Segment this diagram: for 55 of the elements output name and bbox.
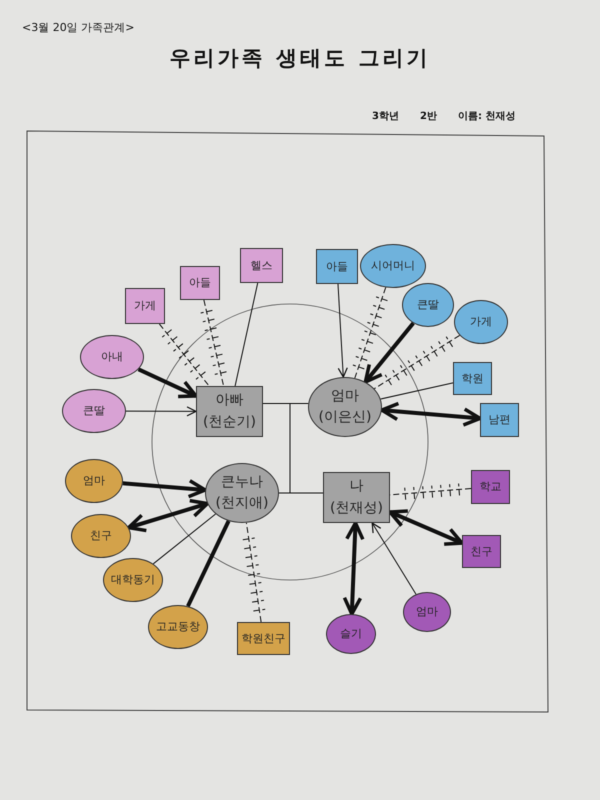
connector-line xyxy=(152,514,216,564)
hatched-line xyxy=(158,324,210,386)
arrow xyxy=(372,522,416,595)
connector-line xyxy=(234,282,258,386)
relation-ellipse: 아내 xyxy=(80,335,144,379)
relation-ellipse: 친구 xyxy=(71,514,131,558)
hatched-line xyxy=(242,522,266,622)
relation-ellipse: 큰딸 xyxy=(402,283,454,327)
connector-line xyxy=(262,403,309,404)
relation-ellipse: 큰딸 xyxy=(62,389,126,433)
thick-connector xyxy=(126,498,210,532)
relation-box: 학교 xyxy=(471,470,510,504)
arrow xyxy=(338,284,348,378)
person-name: (천재성) xyxy=(330,500,383,517)
thick-connector xyxy=(122,478,207,498)
class-label: 2반 xyxy=(420,110,437,123)
role-label: 아빠 xyxy=(216,392,244,410)
role-label: 나 xyxy=(350,478,364,496)
relation-box: 헬스 xyxy=(240,248,283,283)
relation-box: 남편 xyxy=(480,403,519,437)
family-member-box xyxy=(196,386,263,437)
hatched-line xyxy=(352,287,388,379)
person-name: (천지애) xyxy=(216,495,268,512)
relation-ellipse: 슬기 xyxy=(326,614,376,654)
thick-connector xyxy=(138,367,198,398)
relation-box: 학원 xyxy=(453,362,492,395)
connector-line xyxy=(380,382,454,400)
relation-box: 아들 xyxy=(180,266,220,300)
hatched-line xyxy=(200,300,227,386)
relation-box: 친구 xyxy=(462,535,501,568)
person-name: (천순기) xyxy=(203,414,256,431)
thick-connector xyxy=(342,521,365,616)
person-name: (이은신) xyxy=(318,409,372,426)
thick-connector xyxy=(380,402,482,427)
relation-ellipse: 고교동창 xyxy=(148,605,208,649)
relation-box: 아들 xyxy=(316,249,358,284)
thick-connector xyxy=(364,322,415,384)
connector-line xyxy=(278,492,324,494)
relation-ellipse: 시어머니 xyxy=(360,244,426,288)
relation-ellipse: 엄마 xyxy=(65,459,123,503)
relation-box: 학원친구 xyxy=(237,622,290,655)
thick-connector xyxy=(388,509,464,546)
title: 우리가족 생태도 그리기 xyxy=(168,45,432,72)
role-label: 큰누나 xyxy=(221,474,263,491)
role-label: 엄마 xyxy=(331,388,359,405)
relation-ellipse: 가게 xyxy=(454,300,508,344)
relation-ellipse: 대학동기 xyxy=(103,558,163,602)
thick-connector xyxy=(186,520,230,608)
grade-label: 3학년 xyxy=(372,110,399,123)
date-heading: <3월 20일 가족관계> xyxy=(22,20,134,35)
family-member-box xyxy=(323,472,390,523)
relation-ellipse: 엄마 xyxy=(403,592,451,632)
name-label: 이름: 천재성 xyxy=(458,110,516,123)
relation-box: 가게 xyxy=(125,288,165,324)
arrow xyxy=(126,406,197,416)
